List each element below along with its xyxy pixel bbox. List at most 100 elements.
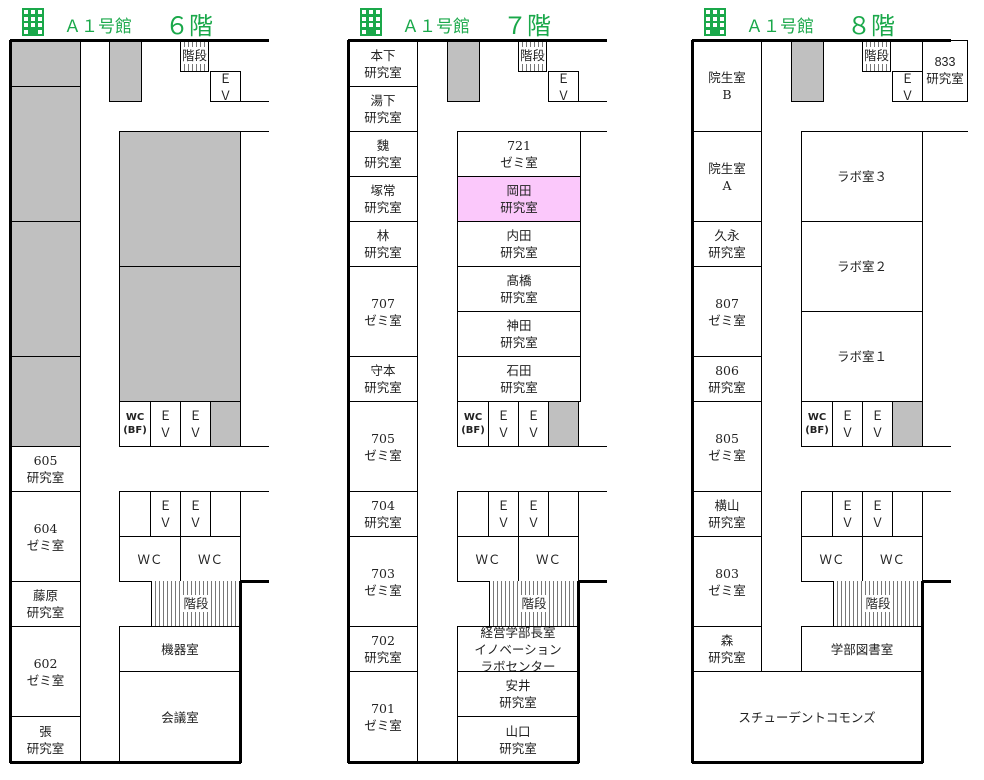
- room[interactable]: 本下 研究室: [348, 40, 418, 87]
- room[interactable]: 経営学部長室 イノベーション ラボセンター: [457, 625, 579, 674]
- room[interactable]: 803 ゼミ室: [692, 536, 762, 627]
- elevator[interactable]: Ｅ Ｖ: [488, 491, 519, 537]
- stairs[interactable]: 階段: [862, 40, 891, 72]
- room-label: 805 ゼミ室: [708, 430, 746, 463]
- elevator[interactable]: Ｅ Ｖ: [518, 401, 549, 447]
- room[interactable]: 602 ゼミ室: [10, 626, 81, 717]
- elevator[interactable]: Ｅ Ｖ: [518, 491, 549, 537]
- room-label: 機器室: [161, 641, 199, 657]
- wall-line: [691, 40, 694, 763]
- room[interactable]: ラボ室３: [801, 131, 923, 222]
- room-label: 石田 研究室: [500, 363, 538, 395]
- room[interactable]: 会議室: [119, 671, 241, 763]
- restroom-bf[interactable]: WC (BF): [119, 401, 151, 447]
- room[interactable]: 学部図書室: [801, 626, 923, 672]
- elevator-label: Ｅ Ｖ: [901, 70, 914, 103]
- room-label: 707 ゼミ室: [364, 295, 402, 328]
- room[interactable]: 833 研究室: [922, 40, 968, 102]
- room[interactable]: 髙橋 研究室: [457, 266, 581, 312]
- elevator[interactable]: Ｅ Ｖ: [150, 401, 181, 447]
- room[interactable]: 安井 研究室: [457, 671, 579, 717]
- restroom-bf[interactable]: WC (BF): [457, 401, 489, 447]
- blocked-area: [10, 40, 81, 87]
- room-label: 705 ゼミ室: [364, 430, 402, 463]
- room[interactable]: 湯下 研究室: [348, 86, 418, 132]
- room-label: 会議室: [161, 709, 199, 725]
- room-label: 守本 研究室: [364, 363, 402, 395]
- elevator[interactable]: Ｅ Ｖ: [832, 401, 863, 447]
- stairs[interactable]: 階段: [180, 40, 209, 72]
- room[interactable]: 藤原 研究室: [10, 581, 81, 627]
- stairs[interactable]: 階段: [833, 581, 923, 627]
- restroom[interactable]: ＷＣ: [180, 536, 241, 582]
- wall-line: [347, 40, 350, 763]
- room[interactable]: 久永 研究室: [692, 221, 762, 267]
- elevator[interactable]: Ｅ Ｖ: [488, 401, 519, 447]
- elevator[interactable]: Ｅ Ｖ: [832, 491, 863, 537]
- restroom[interactable]: ＷＣ: [119, 536, 181, 582]
- wall-line: [10, 761, 241, 764]
- wall-line: [922, 491, 951, 492]
- room[interactable]: 701 ゼミ室: [348, 671, 418, 763]
- stairs[interactable]: 階段: [489, 581, 579, 627]
- room[interactable]: 805 ゼミ室: [692, 401, 762, 492]
- elevator[interactable]: Ｅ Ｖ: [548, 70, 579, 103]
- elevator-label: Ｅ Ｖ: [497, 498, 510, 530]
- room[interactable]: 塚常 研究室: [348, 176, 418, 222]
- building-name: Ａ１号館: [746, 17, 814, 37]
- restroom-label: ＷＣ: [137, 551, 163, 567]
- elevator-label: Ｅ Ｖ: [871, 408, 884, 440]
- stairs[interactable]: 階段: [518, 40, 547, 72]
- restroom[interactable]: ＷＣ: [801, 536, 863, 582]
- room[interactable]: 森 研究室: [692, 626, 762, 672]
- elevator-label: Ｅ Ｖ: [557, 70, 570, 103]
- blocked-area: [548, 401, 579, 447]
- room[interactable]: 魏 研究室: [348, 131, 418, 177]
- room[interactable]: 704 研究室: [348, 491, 418, 537]
- room[interactable]: 院生室 B: [692, 40, 762, 132]
- elevator[interactable]: Ｅ Ｖ: [180, 491, 211, 537]
- elevator[interactable]: Ｅ Ｖ: [210, 71, 241, 103]
- room[interactable]: ラボ室２: [801, 221, 923, 312]
- room[interactable]: 721 ゼミ室: [457, 131, 581, 177]
- room[interactable]: 山口 研究室: [457, 716, 579, 763]
- room[interactable]: 806 研究室: [692, 356, 762, 402]
- elevator[interactable]: Ｅ Ｖ: [862, 401, 893, 447]
- room[interactable]: スチューデントコモンズ: [692, 671, 922, 763]
- elevator-label: Ｅ Ｖ: [497, 408, 510, 440]
- room[interactable]: 林 研究室: [348, 221, 418, 267]
- room[interactable]: 705 ゼミ室: [348, 401, 418, 492]
- room[interactable]: 院生室 A: [692, 131, 762, 222]
- restroom[interactable]: ＷＣ: [862, 536, 923, 582]
- elevator[interactable]: Ｅ Ｖ: [892, 70, 923, 103]
- restroom-bf[interactable]: WC (BF): [801, 401, 833, 447]
- stairs[interactable]: 階段: [151, 581, 241, 627]
- room[interactable]: 605 研究室: [10, 446, 81, 492]
- elevator[interactable]: Ｅ Ｖ: [862, 491, 893, 537]
- room[interactable]: 内田 研究室: [457, 221, 581, 267]
- wall-line: [240, 580, 269, 583]
- room[interactable]: 703 ゼミ室: [348, 536, 418, 627]
- room[interactable]: 守本 研究室: [348, 356, 418, 402]
- room[interactable]: 張 研究室: [10, 716, 81, 763]
- room[interactable]: 707 ゼミ室: [348, 266, 418, 357]
- room[interactable]: 702 研究室: [348, 626, 418, 672]
- restroom[interactable]: ＷＣ: [457, 536, 519, 582]
- room[interactable]: 604 ゼミ室: [10, 491, 81, 582]
- room[interactable]: 807 ゼミ室: [692, 266, 762, 357]
- room[interactable]: 横山 研究室: [692, 491, 762, 537]
- elevator[interactable]: Ｅ Ｖ: [150, 491, 181, 537]
- stairs-label: 階段: [863, 47, 890, 64]
- wall-line: [578, 446, 607, 447]
- elevator[interactable]: Ｅ Ｖ: [180, 401, 211, 447]
- room-label: 横山 研究室: [708, 498, 746, 530]
- room[interactable]: 神田 研究室: [457, 311, 581, 357]
- blocked-area: [892, 401, 923, 447]
- restroom[interactable]: ＷＣ: [518, 536, 579, 582]
- room[interactable]: 機器室: [119, 626, 241, 672]
- room[interactable]: ラボ室１: [801, 311, 923, 402]
- room-label: 林 研究室: [364, 228, 402, 260]
- room-label: 803 ゼミ室: [708, 565, 746, 598]
- room[interactable]: 石田 研究室: [457, 356, 581, 402]
- room[interactable]: 岡田 研究室: [457, 176, 581, 222]
